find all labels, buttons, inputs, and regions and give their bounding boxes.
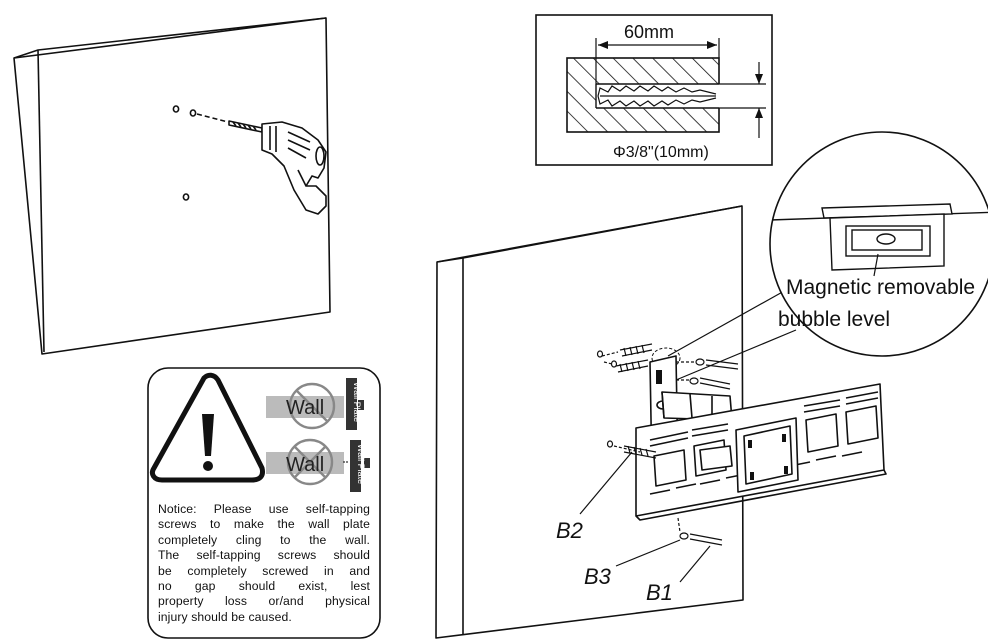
diameter-label: Φ3/8"(10mm) <box>613 144 709 161</box>
warning-triangle-icon <box>149 372 265 483</box>
wall-label-correct: Wall <box>286 397 324 419</box>
part-label-b2: B2 <box>556 518 583 543</box>
correct-install-icon <box>266 378 364 430</box>
pilot-hole <box>189 109 197 117</box>
power-drill-icon <box>261 121 327 215</box>
lag-bolts-bottom <box>606 440 723 546</box>
level-label-line1: Magnetic removable <box>786 276 975 299</box>
b1-leader <box>679 545 711 583</box>
safety-notice: Notice: Please use self-tapping screws t… <box>158 502 370 625</box>
notice-line: Notice: Please use self-tapping <box>158 502 370 516</box>
notice-line: property loss or/and physical <box>158 594 370 609</box>
wall-drilling-illustration <box>13 17 331 355</box>
wall-face <box>13 17 331 355</box>
notice-line: completely cling to the wall. <box>158 532 370 547</box>
b2-leader <box>579 451 633 515</box>
wall-anchor <box>597 85 717 107</box>
tv-bracket <box>635 383 887 521</box>
notice-line: injury should be caused. <box>158 609 292 624</box>
pilot-hole <box>172 105 180 113</box>
incorrect-install-icon <box>266 438 370 492</box>
wall-mounting-illustration <box>435 205 887 639</box>
notice-line: no gap should exist, lest <box>158 579 370 594</box>
notice-line: screws to make the wall plate <box>158 517 370 532</box>
notice-line: The self-tapping screws should <box>158 548 370 563</box>
wall-plate-label-correct: Wall Plate <box>352 382 362 422</box>
pilot-hole <box>182 193 190 201</box>
level-label-line2: bubble level <box>778 308 890 331</box>
b3-leader <box>615 539 681 567</box>
notice-line: be completely screwed in and <box>158 563 370 578</box>
part-label-b1: B1 <box>646 580 673 605</box>
depth-label: 60mm <box>624 22 674 42</box>
part-label-b3: B3 <box>584 564 612 589</box>
bubble-level-callout: Magnetic removable bubble level <box>769 131 988 357</box>
wall-label-incorrect: Wall <box>286 454 324 476</box>
lag-bolts-top <box>596 343 739 390</box>
drill-hole-detail: 60mm Φ3/8"(10mm) <box>535 14 773 166</box>
wall-plate-label-incorrect: Wall Plate <box>356 444 366 484</box>
warning-panel: Wall Wall Plate Wall Wall Plate <box>147 367 381 639</box>
